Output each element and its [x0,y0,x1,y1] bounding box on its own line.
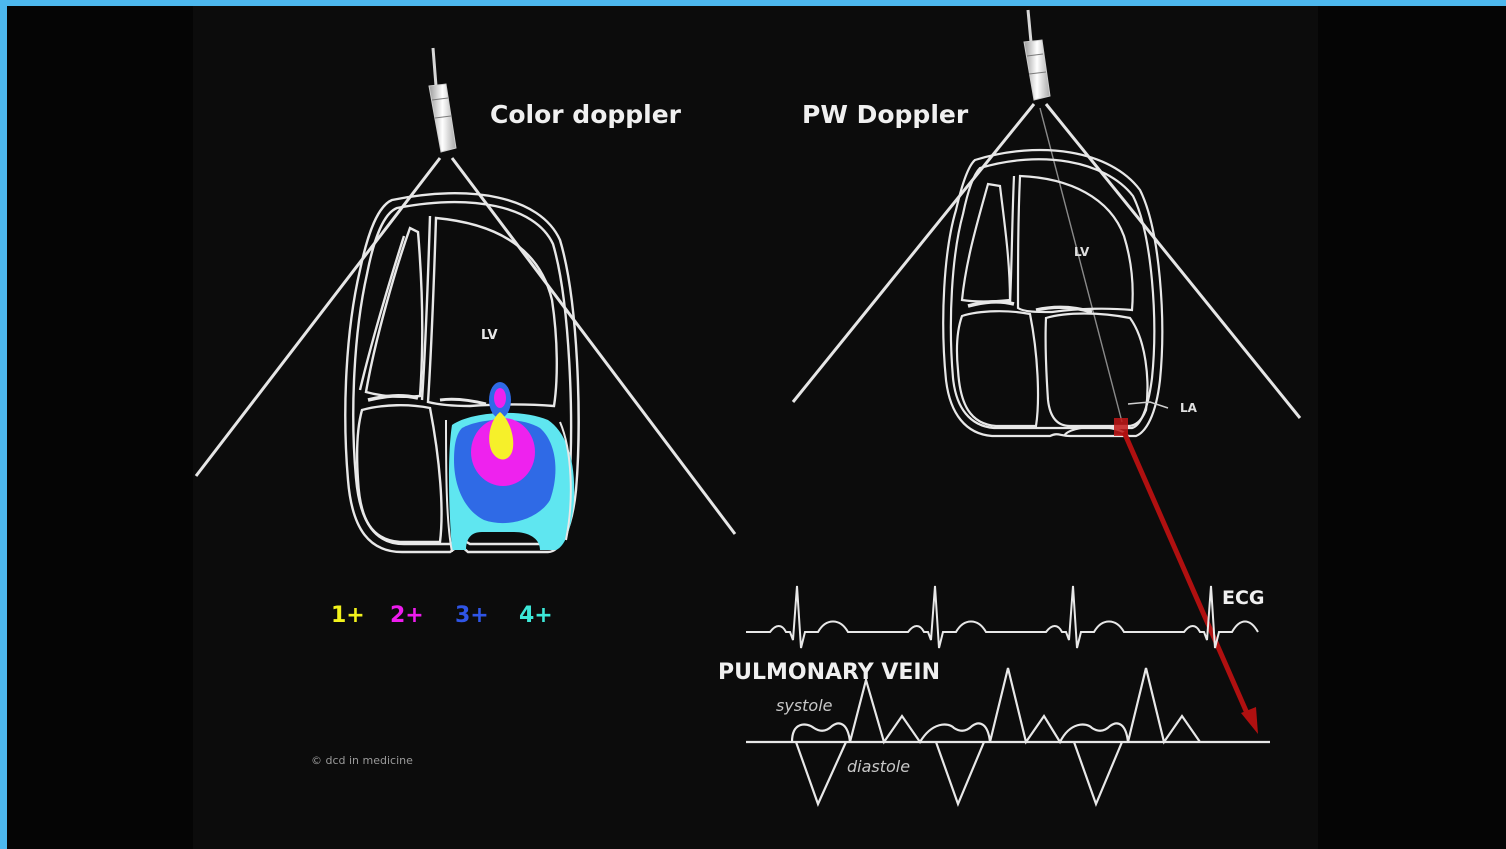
right-heart-outline [943,150,1162,436]
left-probe-icon [429,48,456,152]
diastole-label: diastole [847,757,910,776]
grade-2-label: 2+ [390,603,424,628]
grade-3-label: 3+ [455,603,489,628]
doppler-beam-arrow [1124,432,1258,734]
color-doppler-panel: Color doppler LV 1+ 2+ 3+ 4+ © dcd in me… [196,48,735,767]
right-lv-label: LV [1074,245,1090,259]
pw-doppler-title: PW Doppler [802,100,969,129]
pulmonary-vein-label: PULMONARY VEIN [718,660,940,685]
grade-4-label: 4+ [519,603,553,628]
ecg-label: ECG [1222,587,1265,609]
left-lv-label: LV [481,328,498,343]
regurgitation-jet [446,382,574,552]
ecg-trace [746,586,1258,648]
right-probe-icon [1024,10,1050,100]
copyright-text: © dcd in medicine [311,754,413,767]
color-doppler-title: Color doppler [490,100,682,129]
la-label: LA [1180,401,1198,415]
severity-legend: 1+ 2+ 3+ 4+ [331,603,553,628]
systole-label: systole [776,696,833,715]
pw-doppler-panel: LA LV ECG PULMONARY VEIN systole diastol… [718,10,1300,804]
grade-1-label: 1+ [331,603,365,628]
pv-diastole-trace [796,742,1122,804]
la-pointer [1128,402,1168,408]
